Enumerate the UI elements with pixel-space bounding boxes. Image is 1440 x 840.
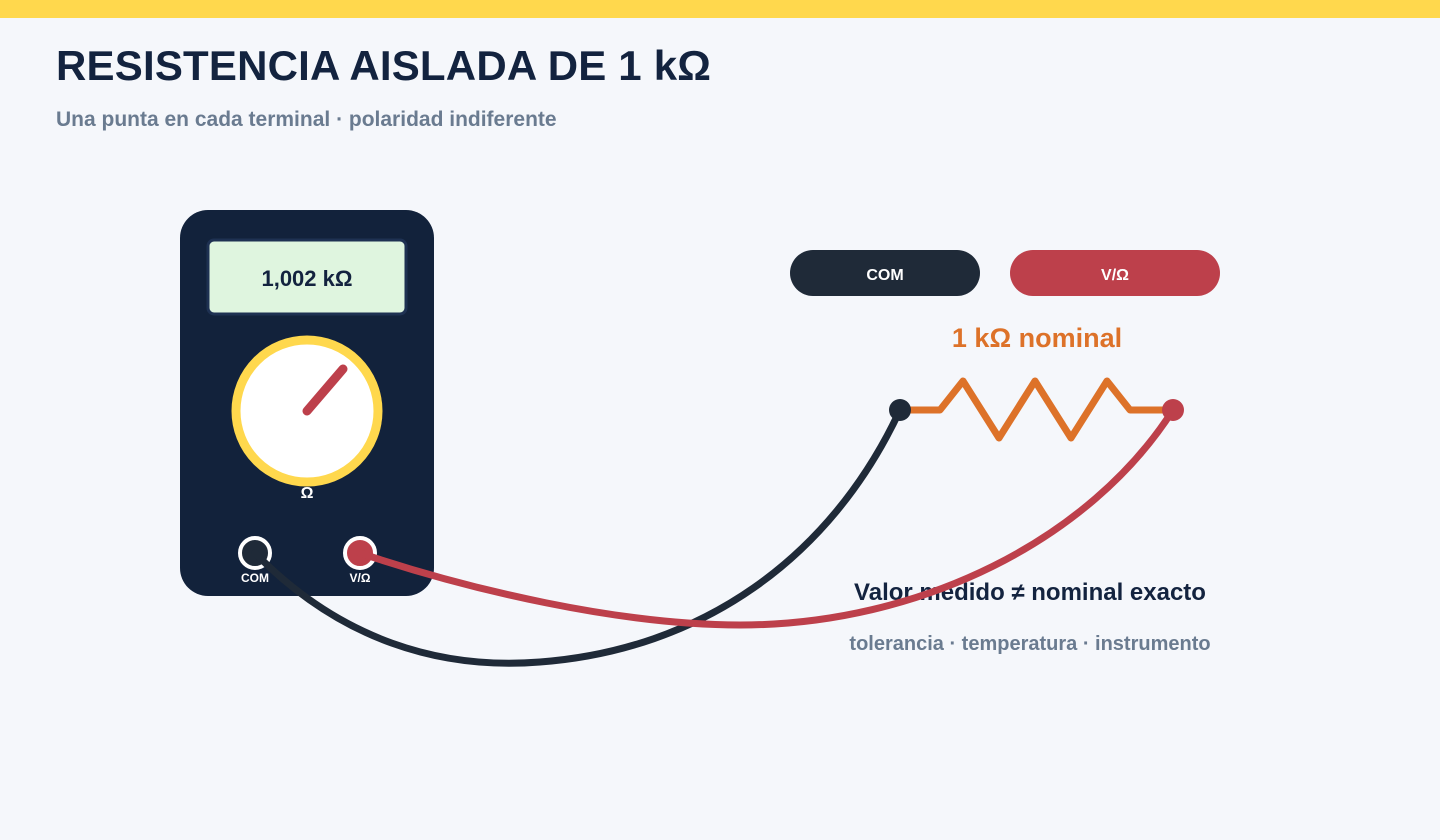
dial-mode-label: Ω bbox=[301, 485, 314, 502]
display-reading: 1,002 kΩ bbox=[261, 266, 352, 291]
port-vohm-label: V/Ω bbox=[350, 571, 371, 585]
multimeter: 1,002 kΩ Ω COM V/Ω bbox=[180, 210, 434, 596]
probe-pill-com-label: COM bbox=[866, 267, 903, 284]
note-causes: tolerancia · temperatura · instrumento bbox=[849, 633, 1210, 655]
probe-pill-vohm-label: V/Ω bbox=[1101, 267, 1129, 284]
probe-tip-vohm[interactable] bbox=[1162, 399, 1184, 421]
top-accent-bar bbox=[0, 0, 1440, 18]
page-subtitle: Una punta en cada terminal · polaridad i… bbox=[56, 108, 557, 131]
multimeter-display bbox=[206, 238, 408, 316]
resistor-zigzag bbox=[896, 377, 1177, 442]
dial-pointer bbox=[302, 364, 348, 416]
probe-pill-vohm bbox=[1010, 250, 1220, 296]
resistor: 1 kΩ nominal bbox=[896, 323, 1177, 442]
probe-legend: COM V/Ω bbox=[790, 250, 1220, 296]
probe-wire-com[interactable] bbox=[251, 406, 904, 667]
resistor-nominal-label: 1 kΩ nominal bbox=[952, 323, 1122, 353]
probe-pill-com bbox=[790, 250, 980, 296]
probe-tip-com[interactable] bbox=[889, 399, 911, 421]
port-com-label: COM bbox=[241, 571, 269, 585]
page-title: RESISTENCIA AISLADA DE 1 kΩ bbox=[56, 42, 712, 89]
probe-wire-vohm[interactable] bbox=[356, 406, 1177, 629]
